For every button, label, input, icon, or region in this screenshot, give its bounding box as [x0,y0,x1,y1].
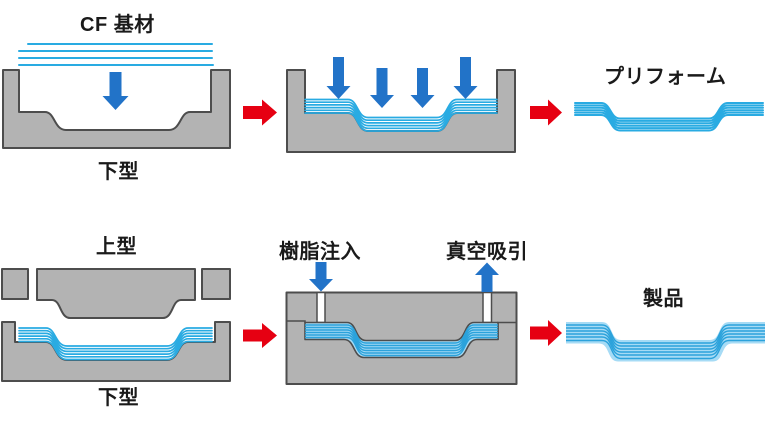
upper-mold-shape [1,268,231,319]
press-down-arrow-icon [370,68,394,108]
vacuum-suction-arrow-icon [475,262,499,292]
preform-shape [574,102,764,132]
lower-mold-shape [2,69,231,149]
process-arrow-icon [243,323,277,348]
press-down-arrow-icon [410,68,435,108]
press-down-arrow-icon [326,57,351,99]
lower-mold-label: 下型 [98,161,139,183]
resin-inject-arrow-icon [309,262,333,292]
upper-mold-left-block [1,268,29,300]
upper-mold-label: 上型 [96,236,137,258]
panel-open-mold-set [1,268,231,382]
press-down-arrow-icon [102,72,129,110]
panel-cf-fabric-over-mold [2,43,231,149]
cf-fabric-layers [18,43,214,66]
press-down-arrows [326,57,478,108]
vacuum-outlet-channel [482,291,493,324]
product-shape [566,322,765,362]
panel-preforming-press [286,57,516,153]
process-arrow-icon [243,99,277,126]
press-down-arrow-icon [453,57,478,99]
process-arrow-icon [530,320,562,346]
upper-mold-punch-block [36,268,196,319]
lower-mold-label: 下型 [98,387,139,409]
product-body [566,322,765,362]
product-label: 製品 [643,288,684,310]
vacuum-label: 真空吸引 [446,241,528,263]
upper-mold-right-block [201,268,231,300]
resin-inlet-channel [316,291,326,324]
preform-label: プリフォーム [604,66,727,88]
cf-material-label: CF 基材 [80,14,155,36]
panel-closed-mold-injection [285,262,518,385]
process-arrow-icon [530,99,562,126]
resin-inject-label: 樹脂注入 [279,241,361,263]
